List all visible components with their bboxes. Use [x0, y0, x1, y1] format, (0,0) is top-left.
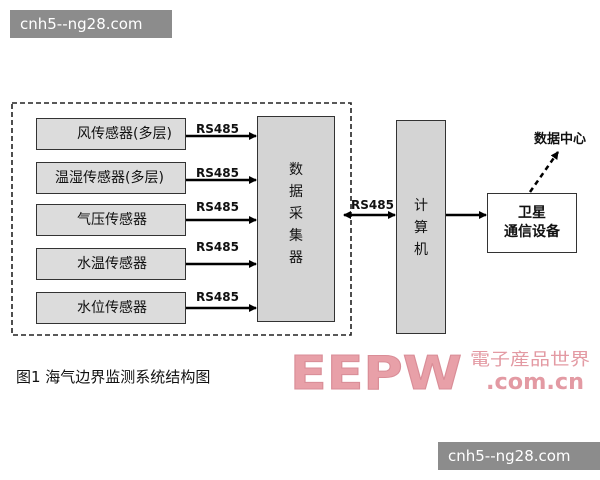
logo-domain: .com.cn [486, 370, 584, 395]
eepw-logo-mark: EEPW 電子産品世界 .com.cn [290, 346, 591, 401]
eepw-logo: EEPW 電子産品世界 .com.cn [290, 345, 600, 401]
protocol-label-3: RS485 [196, 200, 239, 214]
logo-brand: EEPW [290, 346, 462, 395]
satellite-line-2: 通信设备 [504, 224, 560, 240]
watermark-bottom: cnh5--ng28.com [438, 442, 600, 470]
system-boundary [11, 102, 352, 336]
sensor-water-level: 水位传感器 [36, 292, 186, 324]
arrow-satellite-datacenter [528, 151, 560, 193]
sensor-water-temp: 水温传感器 [36, 248, 186, 280]
data-collector-label: 数据采集器 [289, 162, 303, 266]
protocol-label-1: RS485 [196, 122, 239, 136]
computer-box: 计算机 [396, 120, 446, 334]
data-collector-box: 数据采集器 [257, 116, 335, 322]
protocol-label-4: RS485 [196, 240, 239, 254]
figure-caption: 图1 海气边界监测系统结构图 [16, 368, 211, 386]
satellite-line-1: 卫星 [518, 205, 546, 221]
sensor-pressure: 气压传感器 [36, 204, 186, 236]
satellite-comm-box: 卫星 通信设备 [487, 193, 577, 253]
computer-label: 计算机 [414, 198, 428, 258]
sensor-wind: 风传感器(多层) [36, 118, 186, 150]
data-center-label: 数据中心 [534, 132, 587, 147]
protocol-label-5: RS485 [196, 290, 239, 304]
protocol-label-2: RS485 [196, 166, 239, 180]
watermark-top: cnh5--ng28.com [10, 10, 172, 38]
sensor-temp-humidity: 温湿传感器(多层) [36, 162, 186, 194]
link-protocol-label: RS485 [351, 198, 394, 212]
logo-chinese: 電子産品世界 [470, 350, 590, 370]
